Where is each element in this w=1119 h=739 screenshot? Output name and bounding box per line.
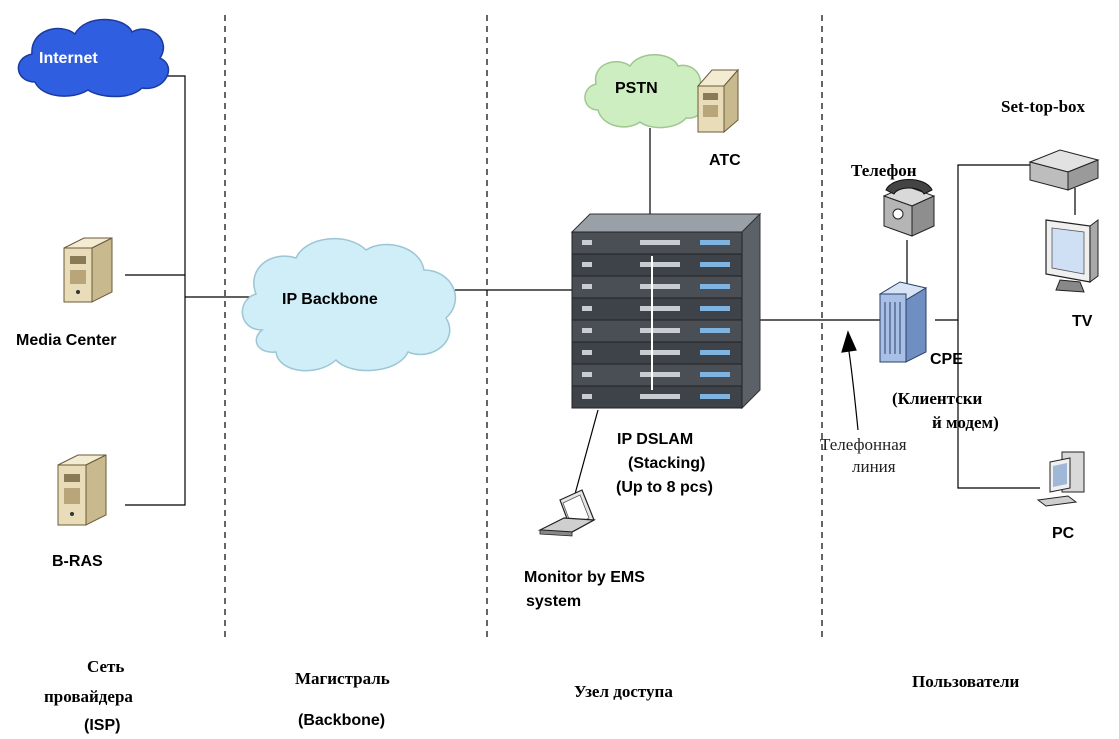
zone-isp-line3: (ISP)	[84, 717, 120, 734]
atc-server-icon	[696, 68, 740, 134]
zone-backbone-line1: Магистраль	[295, 669, 390, 688]
media-center-label: Media Center	[16, 332, 116, 349]
link-dslam-laptop	[571, 409, 599, 506]
bras-label: B-RAS	[52, 553, 103, 570]
phone-line-label-line1: Телефонная	[820, 435, 907, 454]
internet-label: Internet	[39, 50, 98, 67]
dslam-label-line1: IP DSLAM	[617, 431, 693, 448]
bras-server-icon	[57, 454, 107, 526]
dslam-label-line2: (Stacking)	[628, 455, 705, 472]
link-cpe-devices	[935, 164, 1030, 321]
cpe-modem-icon	[878, 281, 928, 363]
cpe-desc-line2: й модем)	[932, 413, 999, 432]
ip-backbone-cloud	[241, 237, 457, 372]
telephone-icon	[882, 179, 936, 237]
tv-label: TV	[1072, 313, 1093, 330]
pc-label: PC	[1052, 525, 1075, 542]
zone-isp-line2: провайдера	[44, 687, 133, 706]
monitor-label-line2: system	[526, 593, 581, 610]
ip-dslam-stack-icon	[570, 212, 762, 410]
dslam-label-line3: (Up to 8 pcs)	[616, 479, 713, 496]
tv-icon	[1045, 219, 1099, 293]
media-center-server-icon	[63, 237, 113, 303]
link-internet	[125, 75, 186, 506]
zone-backbone-line2: (Backbone)	[298, 712, 385, 729]
zone-users: Пользователи	[912, 672, 1020, 691]
settop-label: Set-top-box	[1001, 97, 1086, 116]
zone-dividers	[224, 15, 823, 640]
cpe-desc-line1: (Клиентски	[892, 389, 983, 408]
phone-line-label-line2: линия	[852, 457, 896, 476]
laptop-icon	[537, 489, 597, 537]
ip-backbone-label: IP Backbone	[282, 291, 378, 308]
cpe-label: CPE	[930, 351, 963, 368]
atc-label: ATC	[709, 152, 741, 169]
link-cpe-pc	[957, 320, 1040, 489]
zone-isp-line1: Сеть	[87, 657, 124, 676]
connections	[125, 75, 1076, 506]
pstn-label: PSTN	[615, 80, 658, 97]
phone-line-pointer	[847, 344, 859, 431]
zone-access-node: Узел доступа	[574, 682, 673, 701]
pc-icon	[1036, 451, 1085, 507]
internet-cloud	[17, 18, 170, 98]
phone-label: Телефон	[851, 161, 917, 180]
pstn-cloud	[584, 54, 706, 129]
set-top-box-icon	[1028, 149, 1100, 191]
phone-line-arrowhead	[841, 330, 857, 353]
monitor-label-line1: Monitor by EMS	[524, 569, 645, 586]
